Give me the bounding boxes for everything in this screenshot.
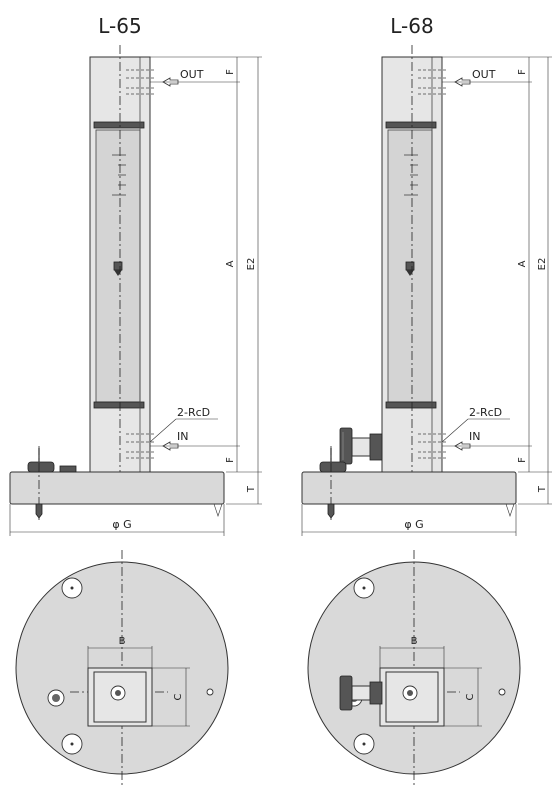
lower-clamp bbox=[385, 401, 437, 409]
dim-b: B bbox=[411, 636, 418, 647]
dim-a: A bbox=[517, 260, 528, 267]
model-l68: L-68 OUT bbox=[301, 14, 552, 787]
pin-icon bbox=[498, 688, 506, 696]
model-title: L-68 bbox=[390, 14, 433, 38]
out-arrow-icon bbox=[150, 77, 240, 87]
upper-clamp bbox=[93, 121, 145, 129]
model-title: L-65 bbox=[98, 14, 141, 38]
in-label: IN bbox=[469, 430, 480, 443]
upper-clamp bbox=[385, 121, 437, 129]
float-icon bbox=[405, 261, 415, 271]
dim-c: C bbox=[465, 693, 476, 700]
dim-t: T bbox=[537, 485, 548, 493]
port-label: 2-RcD bbox=[469, 406, 502, 419]
scale-ticks bbox=[112, 154, 126, 196]
base-pad bbox=[59, 465, 77, 473]
dim-f-top: F bbox=[517, 69, 528, 75]
dim-c: C bbox=[173, 693, 184, 700]
needle-valve-top-icon bbox=[339, 675, 383, 711]
dim-e2: E2 bbox=[246, 258, 257, 271]
dim-f-bottom: F bbox=[225, 457, 236, 463]
in-arrow-icon bbox=[150, 441, 240, 451]
port-label: 2-RcD bbox=[177, 406, 210, 419]
dim-a: A bbox=[225, 260, 236, 267]
out-label: OUT bbox=[472, 68, 496, 81]
scale-ticks bbox=[404, 154, 418, 196]
pin-icon bbox=[206, 688, 214, 696]
dim-f-bottom: F bbox=[517, 457, 528, 463]
mount-knob bbox=[27, 461, 55, 473]
in-label: IN bbox=[177, 430, 188, 443]
lower-clamp bbox=[93, 401, 145, 409]
model-l65: L-65 OUT I bbox=[9, 14, 262, 787]
vertical-dimensions bbox=[442, 56, 552, 505]
port-leader bbox=[441, 418, 510, 443]
body-footprint-inner bbox=[93, 671, 147, 723]
dim-b: B bbox=[119, 636, 126, 647]
out-label: OUT bbox=[180, 68, 204, 81]
needle-valve-icon bbox=[339, 427, 383, 465]
port-leader bbox=[149, 418, 218, 443]
out-arrow-icon bbox=[442, 77, 532, 87]
dim-g: φ G bbox=[112, 518, 131, 531]
dim-e2: E2 bbox=[537, 258, 548, 271]
in-arrow-icon bbox=[442, 441, 532, 451]
dim-f-top: F bbox=[225, 69, 236, 75]
dim-g: φ G bbox=[404, 518, 423, 531]
vertical-dimensions bbox=[150, 56, 262, 505]
base-plate bbox=[301, 471, 517, 505]
mount-knob bbox=[319, 461, 347, 473]
float-icon bbox=[113, 261, 123, 271]
base-plate bbox=[9, 471, 225, 505]
dim-t: T bbox=[246, 485, 257, 493]
